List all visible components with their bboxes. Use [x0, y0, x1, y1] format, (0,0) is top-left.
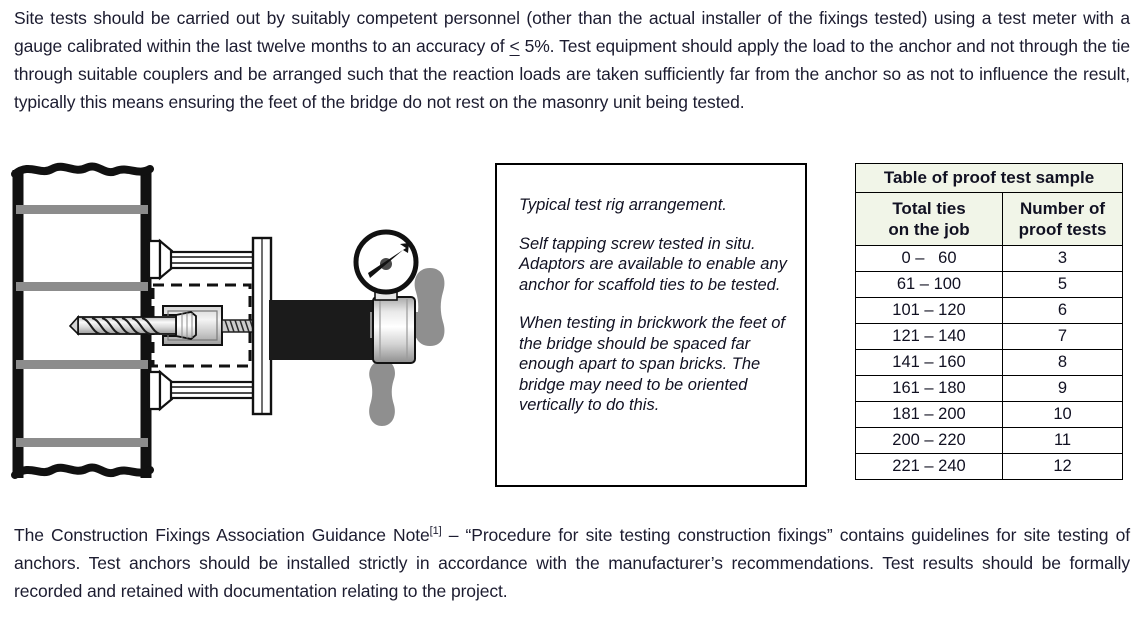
wall-torn-bottom — [11, 463, 154, 479]
caption-paragraph-3: When testing in brickwork the feet of th… — [519, 314, 785, 414]
cylinder-head — [372, 289, 416, 364]
caption-text-block: Typical test rig arrangement. Self tappi… — [519, 195, 787, 416]
caption-box: Typical test rig arrangement. Self tappi… — [495, 163, 807, 487]
less-than-or-equal-symbol: < — [509, 36, 520, 56]
cell-range: 221 – 240 — [855, 453, 1003, 480]
table-header-row: Total ties on the job Number of proof te… — [855, 192, 1124, 246]
cell-count: 10 — [1001, 401, 1124, 428]
bridge-foot-top-pad — [147, 239, 162, 280]
reference-paragraph-text-a: The Construction Fixings Association Gui… — [14, 525, 430, 545]
pressure-gauge — [353, 229, 419, 295]
test-rig-diagram — [0, 160, 470, 490]
cell-range: 61 – 100 — [855, 271, 1003, 298]
cell-range: 101 – 120 — [855, 297, 1003, 324]
footnote-marker: [1] — [429, 525, 442, 538]
t-handle — [369, 268, 445, 426]
table-row: 101 – 120 6 — [855, 297, 1124, 324]
reference-paragraph-text-b: – “Procedure for site testing constructi… — [14, 525, 1131, 601]
mortar-joint — [16, 360, 148, 369]
table-title-row: Table of proof test sample — [854, 163, 1124, 193]
table-header-proof-tests: Number of proof tests — [1001, 192, 1124, 246]
cell-range: 181 – 200 — [855, 401, 1003, 428]
coupler-nut — [175, 311, 197, 340]
table-row: 181 – 200 10 — [855, 401, 1124, 428]
table-title: Table of proof test sample — [854, 163, 1124, 193]
table-row: 61 – 100 5 — [855, 271, 1124, 298]
bridge-arm-bottom — [169, 380, 265, 400]
bridge-foot-bottom-pad — [147, 370, 162, 411]
cell-count: 12 — [1001, 453, 1124, 480]
intro-paragraph-text-a: Site tests should be carried out by suit… — [14, 8, 1130, 56]
cell-range: 200 – 220 — [855, 427, 1003, 454]
proof-test-sample-table: Table of proof test sample Total ties on… — [854, 163, 1124, 480]
hydraulic-ram-body — [269, 300, 375, 360]
cell-range: 121 – 140 — [855, 323, 1003, 350]
mortar-joint — [16, 438, 148, 447]
header-col2-line1: Number of — [1020, 199, 1105, 218]
table-row: 161 – 180 9 — [855, 375, 1124, 402]
cell-count: 11 — [1001, 427, 1124, 454]
cylinder-head-body — [372, 296, 416, 364]
mortar-joint — [16, 205, 148, 214]
cell-count: 9 — [1001, 375, 1124, 402]
cell-count: 3 — [1001, 245, 1124, 272]
table-row: 141 – 160 8 — [855, 349, 1124, 376]
header-col2-line2: proof tests — [1018, 220, 1107, 239]
table-row: 221 – 240 12 — [855, 453, 1124, 480]
coupler-assembly — [162, 305, 223, 346]
cell-range: 0 – 60 — [855, 245, 1003, 272]
test-rig-svg — [11, 162, 445, 479]
cell-count: 7 — [1001, 323, 1124, 350]
cell-count: 5 — [1001, 271, 1124, 298]
table-row: 0 – 60 3 — [855, 245, 1124, 272]
cell-count: 6 — [1001, 297, 1124, 324]
intro-paragraph-text-b: 5%. Test equipment should apply the load… — [14, 36, 1130, 112]
caption-paragraph-1: Typical test rig arrangement. — [519, 196, 727, 214]
wall-torn-top — [11, 162, 154, 178]
table-row: 200 – 220 11 — [855, 427, 1124, 454]
table-row: 121 – 140 7 — [855, 323, 1124, 350]
cell-range: 161 – 180 — [855, 375, 1003, 402]
t-handle-lower-lobe — [369, 360, 395, 426]
caption-paragraph-2: Self tapping screw tested in situ. Adapt… — [519, 234, 787, 294]
mortar-joint — [16, 282, 148, 291]
table-body: 0 – 60 3 61 – 100 5 101 – 120 6 121 – 14… — [855, 245, 1124, 480]
screw-tip — [68, 314, 79, 336]
self-tapping-screw — [68, 314, 177, 336]
intro-paragraph: Site tests should be carried out by suit… — [14, 4, 1130, 116]
reference-paragraph: The Construction Fixings Association Gui… — [14, 521, 1130, 605]
bridge-arm-top — [169, 250, 265, 270]
cell-range: 141 – 160 — [855, 349, 1003, 376]
screw-threads — [81, 316, 161, 336]
header-col1-line2: on the job — [888, 220, 970, 239]
cell-count: 8 — [1001, 349, 1124, 376]
header-col1-line1: Total ties — [892, 199, 966, 218]
gauge-needle — [368, 243, 409, 278]
table-header-total-ties: Total ties on the job — [855, 192, 1003, 246]
